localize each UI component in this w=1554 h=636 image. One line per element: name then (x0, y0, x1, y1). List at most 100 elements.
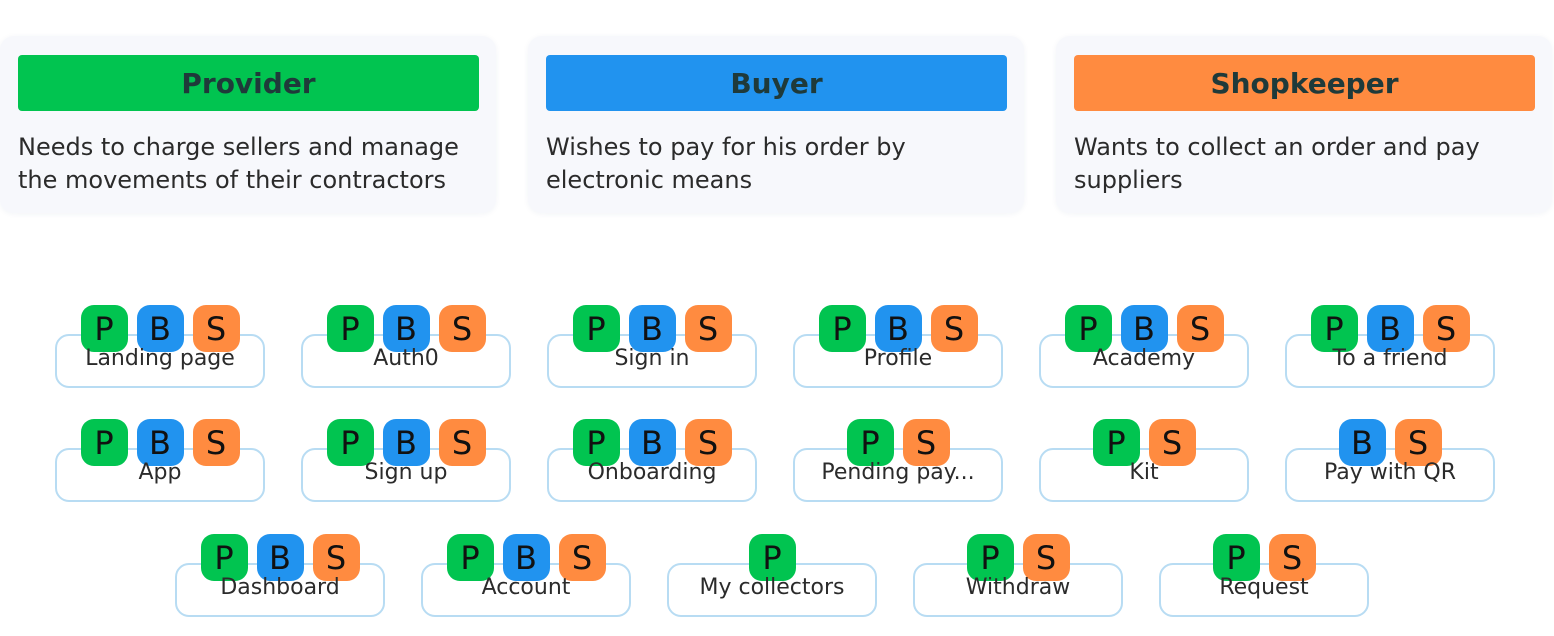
shopkeeper-badge: S (1268, 534, 1316, 581)
shopkeeper-badge: S (438, 419, 486, 466)
page-node-label: Request (1219, 575, 1309, 600)
buyer-badge: B (628, 305, 676, 352)
page-node-label: Auth0 (373, 346, 439, 371)
page-node-label: Academy (1092, 346, 1196, 371)
page-node-label: Account (481, 575, 571, 600)
page-node-label: Dashboard (220, 575, 340, 600)
provider-badge: P (1064, 305, 1112, 352)
provider-badge: P (572, 305, 620, 352)
shopkeeper-badge: S (930, 305, 978, 352)
page-node-label: Kit (1129, 460, 1159, 485)
page-node-label: Profile (863, 346, 933, 371)
shopkeeper-badge: S (684, 305, 732, 352)
buyer-badge: B (502, 534, 550, 581)
provider-badge: P (326, 419, 374, 466)
buyer-badge: B (256, 534, 304, 581)
buyer-badge: B (1366, 305, 1414, 352)
buyer-badge: B (382, 419, 430, 466)
provider-badge: P (1212, 534, 1260, 581)
buyer-badge: B (136, 419, 184, 466)
provider-badge: P (818, 305, 866, 352)
buyer-badge: B (382, 305, 430, 352)
shopkeeper-badge: S (902, 419, 950, 466)
buyer-badge: B (1120, 305, 1168, 352)
provider-badge: P (748, 534, 796, 581)
buyer-badge: B (628, 419, 676, 466)
provider-card-description: Needs to charge sellers and manage the m… (18, 133, 459, 194)
provider-badge: P (1310, 305, 1358, 352)
shopkeeper-badge: S (1394, 419, 1442, 466)
page-node-label: To a friend (1332, 346, 1448, 371)
provider-card-title: Provider (18, 55, 479, 111)
provider-badge: P (200, 534, 248, 581)
page-node-label: Landing page (85, 346, 235, 371)
shopkeeper-badge: S (558, 534, 606, 581)
buyer-badge: B (136, 305, 184, 352)
provider-badge: P (1092, 419, 1140, 466)
shopkeeper-card-description: Wants to collect an order and pay suppli… (1074, 133, 1480, 194)
buyer-card-title: Buyer (546, 55, 1007, 111)
provider-badge: P (572, 419, 620, 466)
shopkeeper-badge: S (192, 305, 240, 352)
page-node-label: Sign up (364, 460, 448, 485)
persona-badges: P (669, 534, 875, 581)
shopkeeper-badge: S (684, 419, 732, 466)
shopkeeper-badge: S (192, 419, 240, 466)
page-node-label: Withdraw (965, 575, 1071, 600)
page-node-label: Pending pay... (821, 460, 975, 485)
shopkeeper-badge: S (1148, 419, 1196, 466)
provider-badge: P (326, 305, 374, 352)
shopkeeper-card-title: Shopkeeper (1074, 55, 1535, 111)
buyer-card-description: Wishes to pay for his order by electroni… (546, 133, 906, 194)
shopkeeper-badge: S (438, 305, 486, 352)
shopkeeper-badge: S (1422, 305, 1470, 352)
provider-badge: P (846, 419, 894, 466)
shopkeeper-badge: S (312, 534, 360, 581)
provider-badge: P (966, 534, 1014, 581)
shopkeeper-badge: S (1176, 305, 1224, 352)
shopkeeper-badge: S (1022, 534, 1070, 581)
provider-badge: P (80, 305, 128, 352)
page-node-label: My collectors (699, 575, 845, 600)
buyer-badge: B (1338, 419, 1386, 466)
page-node-label: Onboarding (587, 460, 717, 485)
page-node-label: App (138, 460, 182, 485)
provider-badge: P (80, 419, 128, 466)
provider-badge: P (446, 534, 494, 581)
